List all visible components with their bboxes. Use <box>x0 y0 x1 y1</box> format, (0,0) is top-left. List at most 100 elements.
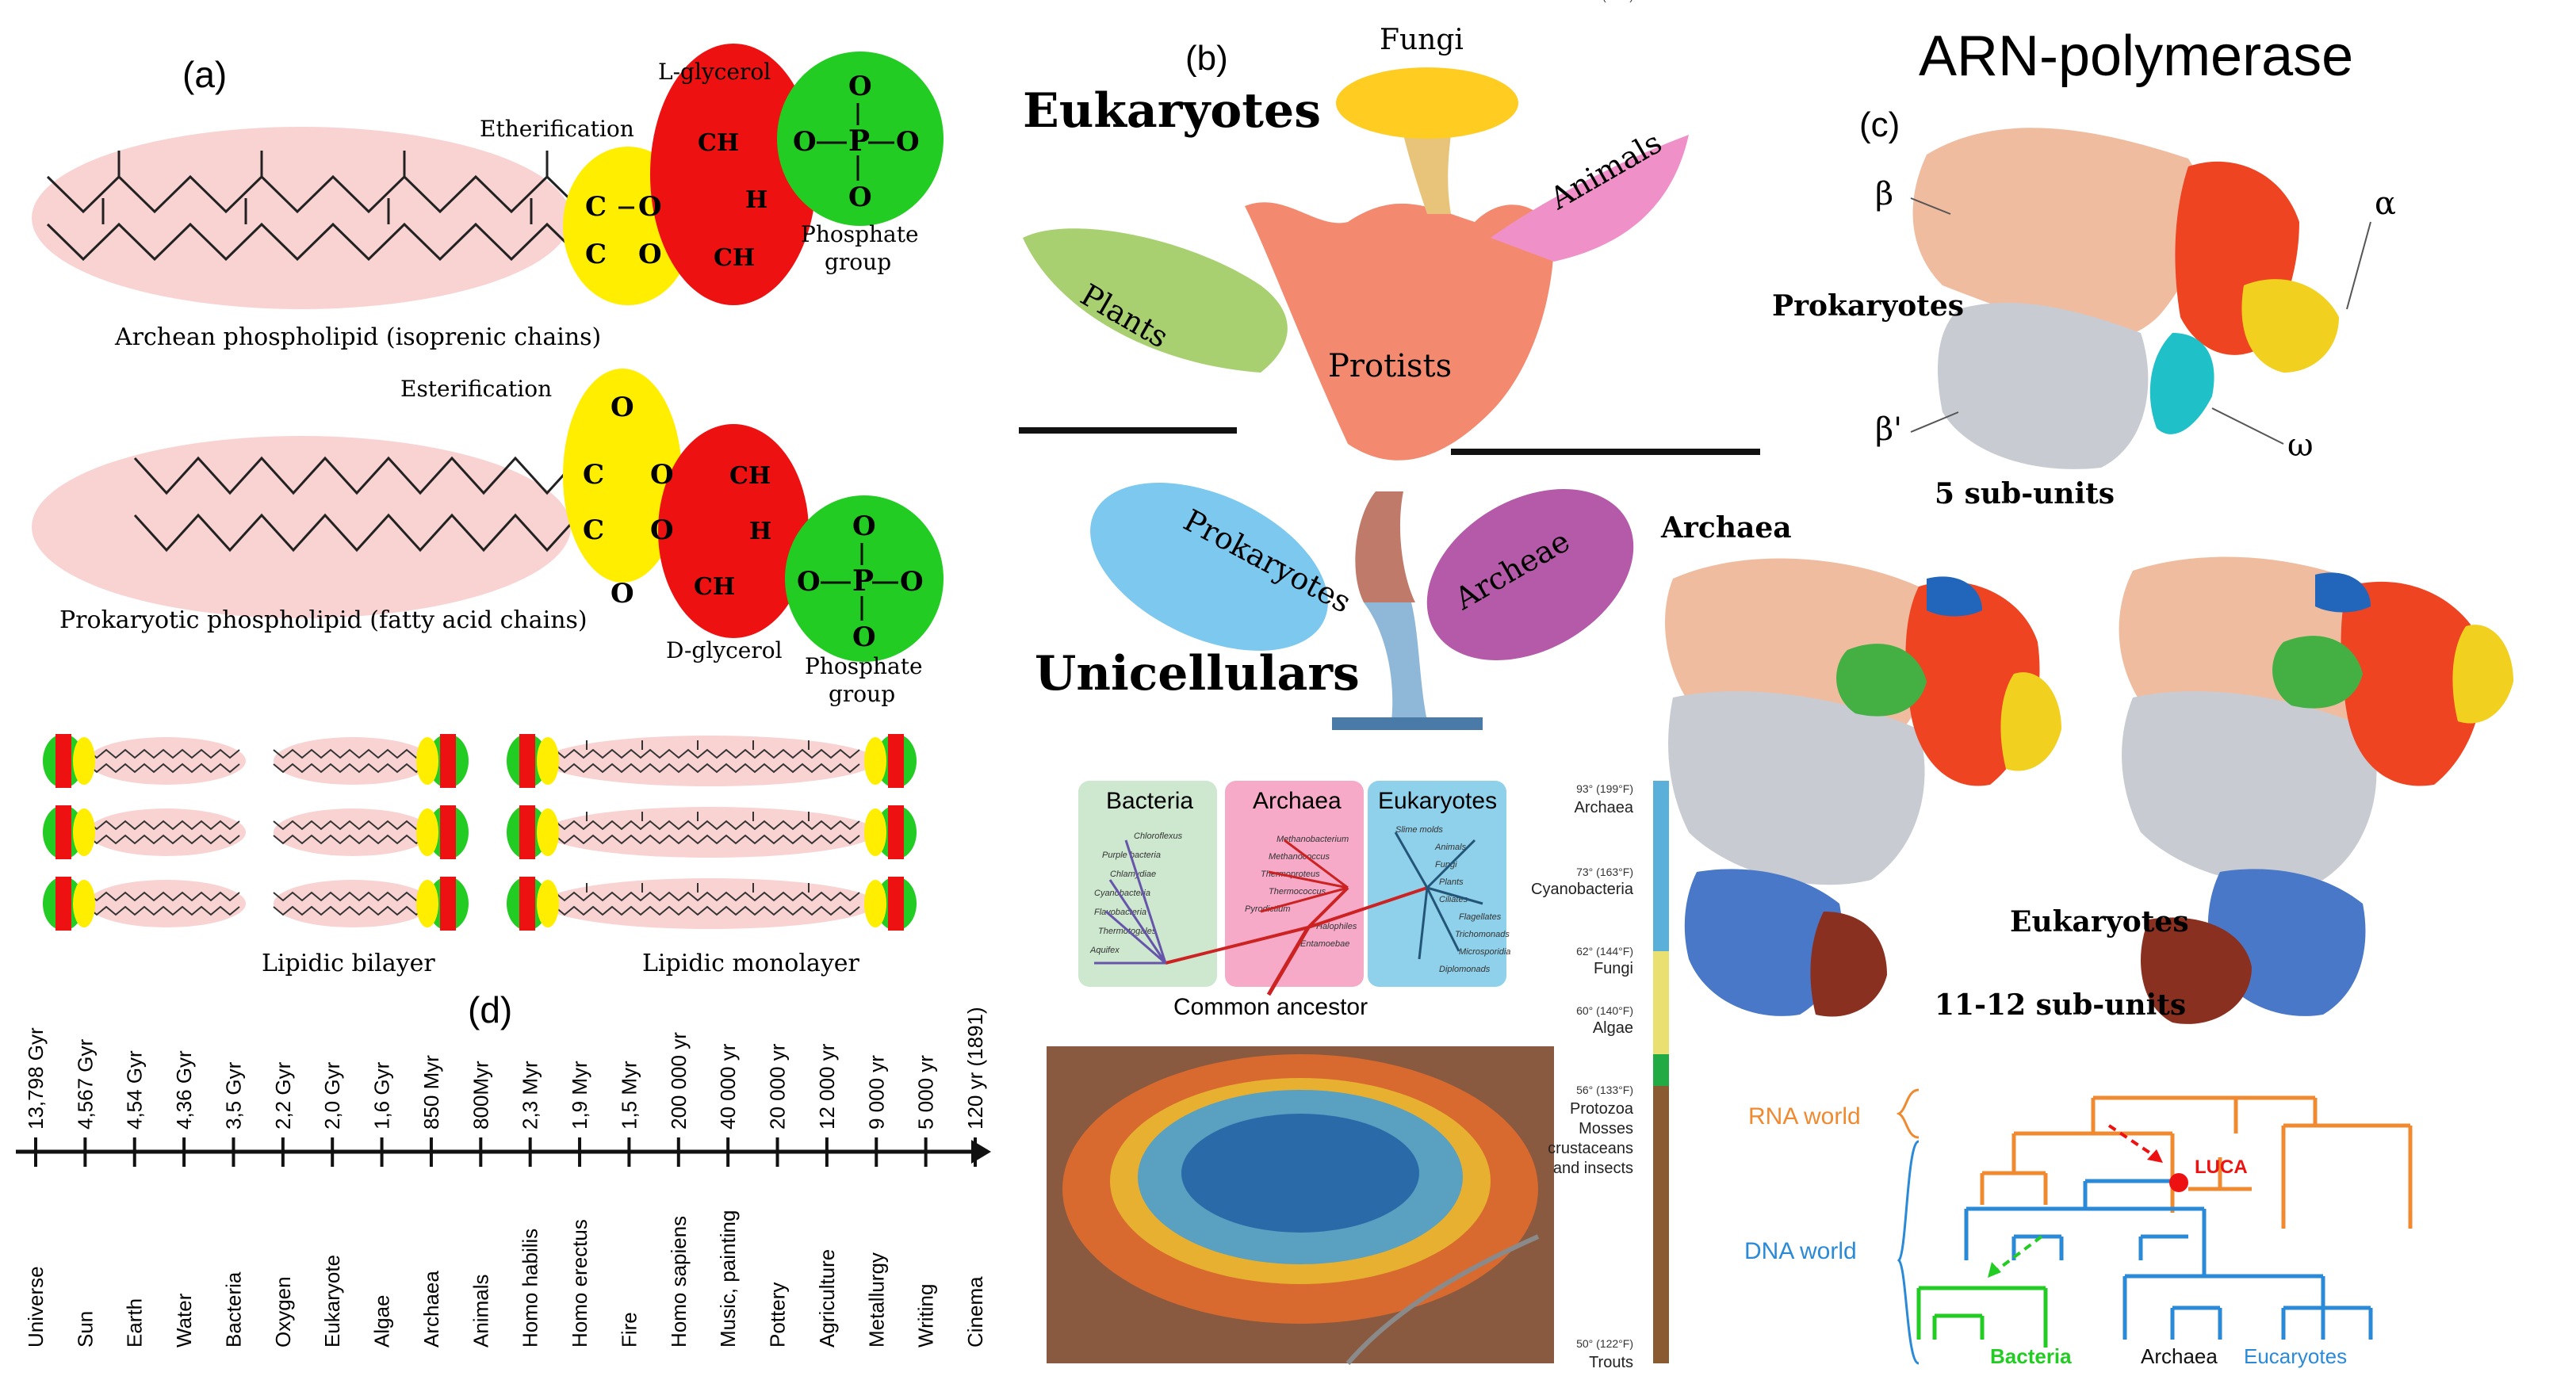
carbon-label-2: C <box>585 239 607 270</box>
taxon-label: Flagellates <box>1459 912 1502 922</box>
phospholipid-head <box>507 734 559 788</box>
luca-node <box>2169 1173 2188 1192</box>
panel-a-label: (a) <box>182 54 227 95</box>
archean-phospholipid-caption: Archean phospholipid (isoprenic chains) <box>114 323 601 351</box>
unicellulars-heading: Unicellulars <box>1035 646 1360 701</box>
three-domain-tree: Bacteria Archaea Eukaryotes Common ances… <box>1078 781 1510 1020</box>
taxon-label: Thermococcus <box>1269 887 1326 896</box>
ch2-label-3: CH <box>729 462 771 490</box>
archaea-yellow-subunit <box>2000 672 2061 771</box>
bacteria-domain-label: Bacteria <box>1106 788 1193 814</box>
organism-label: crustaceans <box>1548 1140 1633 1157</box>
protists-label: Protists <box>1328 348 1452 384</box>
archaeal-polymerase-model: Archaea <box>1660 511 2061 1017</box>
taxon-label: Cyanobacteria <box>1094 889 1150 898</box>
boardwalk <box>1345 1234 1540 1365</box>
timeline-time-label: 1,6 Gyr <box>370 1061 394 1130</box>
organism-label: Protozoa <box>1570 1100 1634 1118</box>
omega-subunit <box>2149 333 2214 434</box>
tail-chain <box>86 891 240 902</box>
beta-prime-leader <box>1910 411 1959 433</box>
taxon-label: Plants <box>1439 877 1464 887</box>
plants-leaf <box>1023 228 1288 373</box>
bacteria-branches <box>1094 839 1167 965</box>
eukaryote-grey-subunit <box>2122 691 2377 885</box>
esterification-label: Esterification <box>400 376 552 402</box>
glycerol-head <box>519 734 535 788</box>
timeline-time-label: 200 000 yr <box>667 1032 691 1130</box>
oxygen-label-9: O <box>650 514 674 546</box>
dna-world-brace <box>1897 1140 1920 1365</box>
glycerol-head <box>519 877 535 931</box>
alpha-label: α <box>2375 185 2396 222</box>
trunk <box>1364 602 1427 721</box>
l-glycerol-ellipse <box>650 44 817 305</box>
archeae-lobe <box>1426 488 1634 661</box>
d-glycerol-label: D-glycerol <box>666 637 783 663</box>
bacteria-dashed-arrow <box>1992 1235 2043 1274</box>
bond-head <box>537 809 559 856</box>
timeline-time-label: 4,36 Gyr <box>172 1050 196 1130</box>
glycerol-head <box>888 805 904 859</box>
eucaryotes-leaf-label: Eucaryotes <box>2244 1344 2347 1368</box>
taxon-label: Aquifex <box>1089 946 1120 955</box>
tail-chain <box>273 748 427 759</box>
phosphate-group-label-2b: group <box>829 681 895 707</box>
phosphorus-label-2: P <box>852 564 874 598</box>
timeline-event-label: Algae <box>370 1295 394 1348</box>
temperature-value: 93° (199°F) <box>1576 782 1633 795</box>
bilayer-caption: Lipidic bilayer <box>262 950 435 977</box>
tail-chain <box>86 820 240 831</box>
etherification-label: Etherification <box>480 116 634 142</box>
phospholipid-head <box>507 877 559 931</box>
timeline-time-label: 4,567 Gyr <box>73 1038 97 1130</box>
archaea-grey-subunit <box>1668 691 1925 885</box>
h-label-2: H <box>749 518 771 545</box>
fungi-label: Fungi <box>1380 24 1464 56</box>
bond-head <box>864 880 886 927</box>
fatty-acid-chain-upper <box>133 456 580 495</box>
oxygen-label-2: O <box>638 239 662 270</box>
archaea-green-subunit <box>1836 644 1927 717</box>
tail-chain <box>554 748 860 759</box>
bacteria-leaf-label: Bacteria <box>1990 1344 2072 1368</box>
eukaryotes-label: Eukaryotes <box>2010 905 2189 938</box>
organism-label: Algae <box>1593 1019 1633 1037</box>
oxygen-label-3: O <box>793 126 817 158</box>
oxygen-label-12: O <box>852 510 876 542</box>
hydrophobic-tail-ellipse <box>32 127 571 309</box>
omega-label: ω <box>2287 427 2314 464</box>
phospholipid-head <box>864 805 917 859</box>
temperature-value: 60° (140°F) <box>1576 1004 1633 1017</box>
rna-world-brace <box>1896 1088 1920 1139</box>
bond-head <box>864 809 886 856</box>
tail-chain <box>273 891 427 902</box>
carbon-label-3: C <box>583 459 604 491</box>
eukaryotes-domain-label: Eukaryotes <box>1378 788 1497 814</box>
glycerol-head <box>440 805 456 859</box>
rna-world-branches <box>1980 1095 2413 1229</box>
archean-phospholipid: C C O O CH H CH O P O O O Etherification… <box>32 44 944 351</box>
hydrophobic-tail-ellipse <box>32 436 571 618</box>
timeline-time-label: 9 000 yr <box>864 1055 888 1130</box>
oxygen-label-13: O <box>900 566 924 598</box>
taxon-label: Diplomonads <box>1439 965 1491 974</box>
ch2-label-4: CH <box>694 573 735 601</box>
tail-chain <box>554 763 860 774</box>
luca-dashed-arrow <box>2107 1124 2158 1159</box>
beta-subunit <box>1912 128 2203 341</box>
timeline-time-label: 12 000 yr <box>815 1043 839 1130</box>
temperature-value: 56° (133°F) <box>1576 1084 1633 1096</box>
prokaryotic-polymerase-model: β β' α ω Prokaryotes 5 sub-units <box>1772 128 2396 510</box>
phospholipid-head <box>864 734 917 788</box>
bacteria-arrowhead <box>1988 1262 2001 1278</box>
tail-chain <box>273 763 427 774</box>
organism-label: Fungi <box>1594 960 1633 977</box>
bond-head <box>416 737 438 785</box>
tail-region <box>274 809 432 856</box>
bond-head <box>73 880 95 927</box>
trunk-base <box>1332 717 1483 730</box>
beta-prime-subunit <box>1938 302 2149 469</box>
